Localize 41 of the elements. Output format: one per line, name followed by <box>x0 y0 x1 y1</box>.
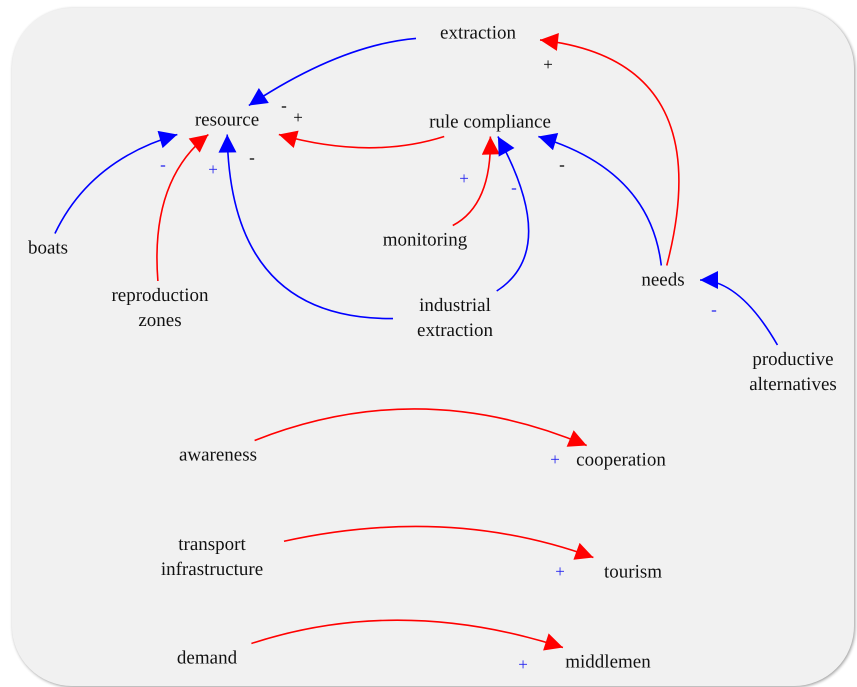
polarity-sign: + <box>543 56 553 74</box>
variable-label: transport infrastructure <box>160 533 264 582</box>
variable-label: awareness <box>178 444 258 468</box>
arrow <box>219 134 394 320</box>
polarity-sign: + <box>550 451 560 469</box>
arrow <box>156 134 209 282</box>
arrow <box>700 272 778 346</box>
polarity-sign: + <box>518 656 528 674</box>
variable-label: tourism <box>604 560 662 584</box>
arrow <box>278 130 444 149</box>
arrow <box>540 34 680 266</box>
arrow <box>254 408 587 448</box>
polarity-sign: - <box>281 97 287 115</box>
polarity-sign: + <box>555 563 565 581</box>
arrow <box>452 136 500 226</box>
polarity-sign: + <box>208 161 218 179</box>
polarity-sign: - <box>249 149 255 167</box>
polarity-sign: + <box>293 109 303 127</box>
arrow <box>248 38 416 106</box>
arrow <box>54 131 178 234</box>
variable-label: extraction <box>440 22 516 46</box>
polarity-sign: - <box>559 156 565 174</box>
variable-label: productive alternatives <box>748 348 838 397</box>
variable-label: cooperation <box>576 448 666 472</box>
polarity-sign: + <box>459 170 469 188</box>
variable-label: resource <box>194 108 260 132</box>
variable-label: demand <box>176 646 238 670</box>
polarity-sign: - <box>160 156 166 174</box>
arrow <box>538 134 662 266</box>
variable-label: reproduction zones <box>110 284 210 333</box>
variable-label: industrial extraction <box>416 294 494 343</box>
polarity-sign: - <box>711 301 717 319</box>
variable-label: needs <box>641 268 685 292</box>
polarity-sign: - <box>511 179 517 197</box>
arrow <box>284 526 594 560</box>
arrow <box>496 136 530 292</box>
variable-label: boats <box>28 236 68 260</box>
arrow <box>251 619 564 651</box>
variable-label: middlemen <box>565 650 651 674</box>
variable-label: monitoring <box>382 228 468 252</box>
variable-label: rule compliance <box>429 110 551 134</box>
